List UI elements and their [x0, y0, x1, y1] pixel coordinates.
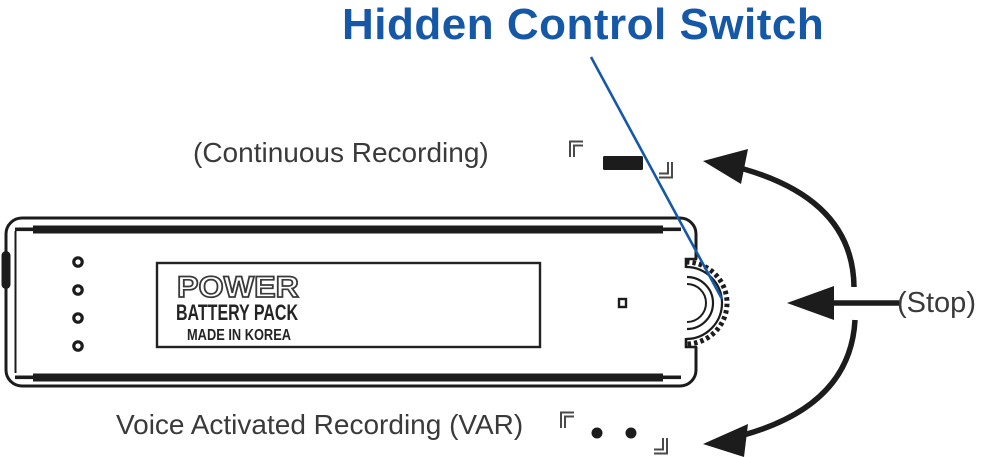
side-clip: [1, 251, 11, 289]
leader-line: [589, 56, 724, 300]
label-plate: POWER BATTERY PACK MADE IN KOREA: [155, 261, 542, 349]
stop-arrow-icon: [787, 286, 899, 320]
rotate-up-arrow-icon: [703, 149, 857, 288]
control-wheel-icon: [648, 257, 736, 349]
stop-label: (Stop): [897, 287, 976, 319]
voice-activated-recording-label: Voice Activated Recording (VAR): [116, 409, 524, 440]
power-label: POWER: [177, 271, 299, 304]
device-body: POWER BATTERY PACK MADE IN KOREA: [1, 216, 736, 388]
dot-icon: [625, 427, 637, 439]
dot-icon: [591, 427, 603, 439]
open-bracket-icon: [560, 411, 574, 428]
device-top-stripe: [15, 225, 681, 234]
var-symbol-two-dots-icon: [560, 411, 668, 455]
rotate-down-arrow-icon: [703, 319, 858, 457]
battery-pack-label: BATTERY PACK: [176, 300, 298, 325]
device-bottom-stripe: [15, 373, 681, 382]
page-title: Hidden Control Switch: [342, 0, 825, 49]
indicator-dots: [72, 256, 84, 352]
continuous-recording-label: (Continuous Recording): [193, 137, 489, 168]
close-bracket-icon: [654, 438, 668, 455]
record-bar-icon: [603, 156, 643, 170]
mic-port: [617, 297, 628, 309]
open-bracket-icon: [569, 140, 583, 157]
close-bracket-icon: [659, 162, 673, 179]
made-in-korea-label: MADE IN KOREA: [187, 327, 291, 344]
continuous-symbol-long-bar-icon: [569, 140, 673, 179]
